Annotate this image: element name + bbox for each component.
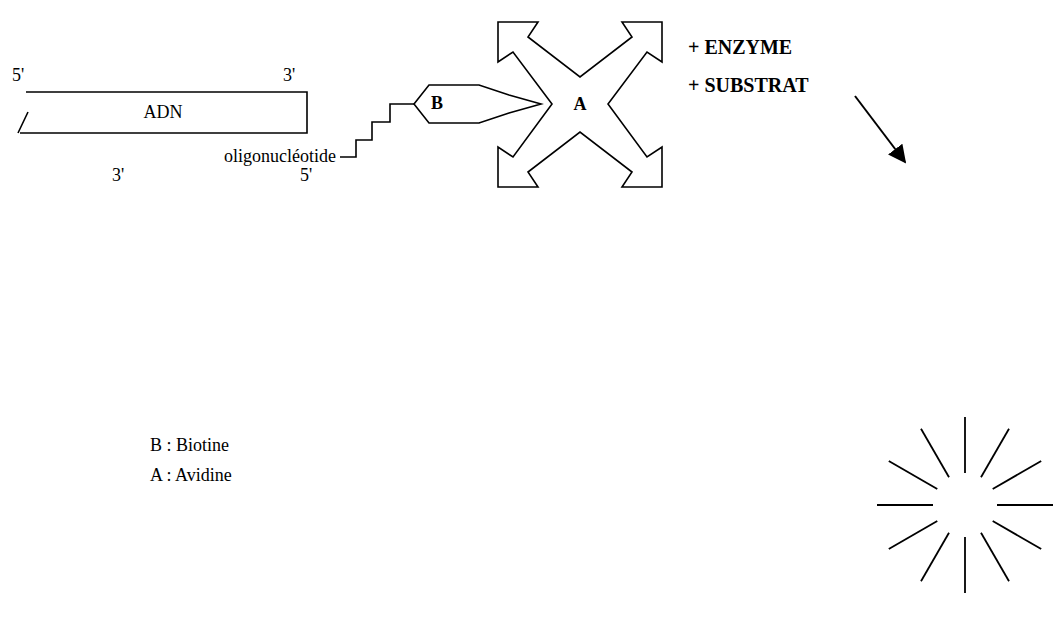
node-label: B xyxy=(431,94,443,114)
reagent-label: + ENZYME xyxy=(688,36,792,58)
reagent-label: + SUBSTRAT xyxy=(688,74,809,96)
outline-path xyxy=(18,92,307,133)
burst-ray xyxy=(997,504,1053,506)
key-entry: A : Avidine xyxy=(150,466,232,486)
node-label: ADN xyxy=(144,103,183,123)
strand-end: 3' xyxy=(283,66,295,86)
burst-ray xyxy=(981,429,1009,477)
burst-ray xyxy=(981,533,1009,581)
outline-path xyxy=(498,22,662,187)
burst-ray xyxy=(964,537,966,593)
burst-ray xyxy=(889,461,937,489)
outline-path xyxy=(414,85,541,123)
burst-ray xyxy=(921,533,949,581)
burst-ray xyxy=(889,521,937,549)
node-label: A xyxy=(574,95,587,115)
burst-ray xyxy=(993,461,1041,489)
strand-end: 3' xyxy=(112,166,124,186)
biotin-shape: B xyxy=(413,82,549,126)
burst-ray xyxy=(921,429,949,477)
burst-ray xyxy=(877,504,933,506)
biotin-linker xyxy=(340,104,414,157)
burst-ray xyxy=(964,417,966,473)
dna-strand: ADN xyxy=(18,92,308,134)
reaction-arrow xyxy=(855,96,905,162)
strand-end: 5' xyxy=(12,66,24,86)
burst-ray xyxy=(993,521,1041,549)
oligo-label: oligonucléotide xyxy=(224,147,336,167)
light-burst xyxy=(877,417,1053,593)
key-entry: B : Biotine xyxy=(150,436,229,456)
strand-end: 5' xyxy=(300,166,312,186)
avidin-shape: A xyxy=(498,22,662,187)
